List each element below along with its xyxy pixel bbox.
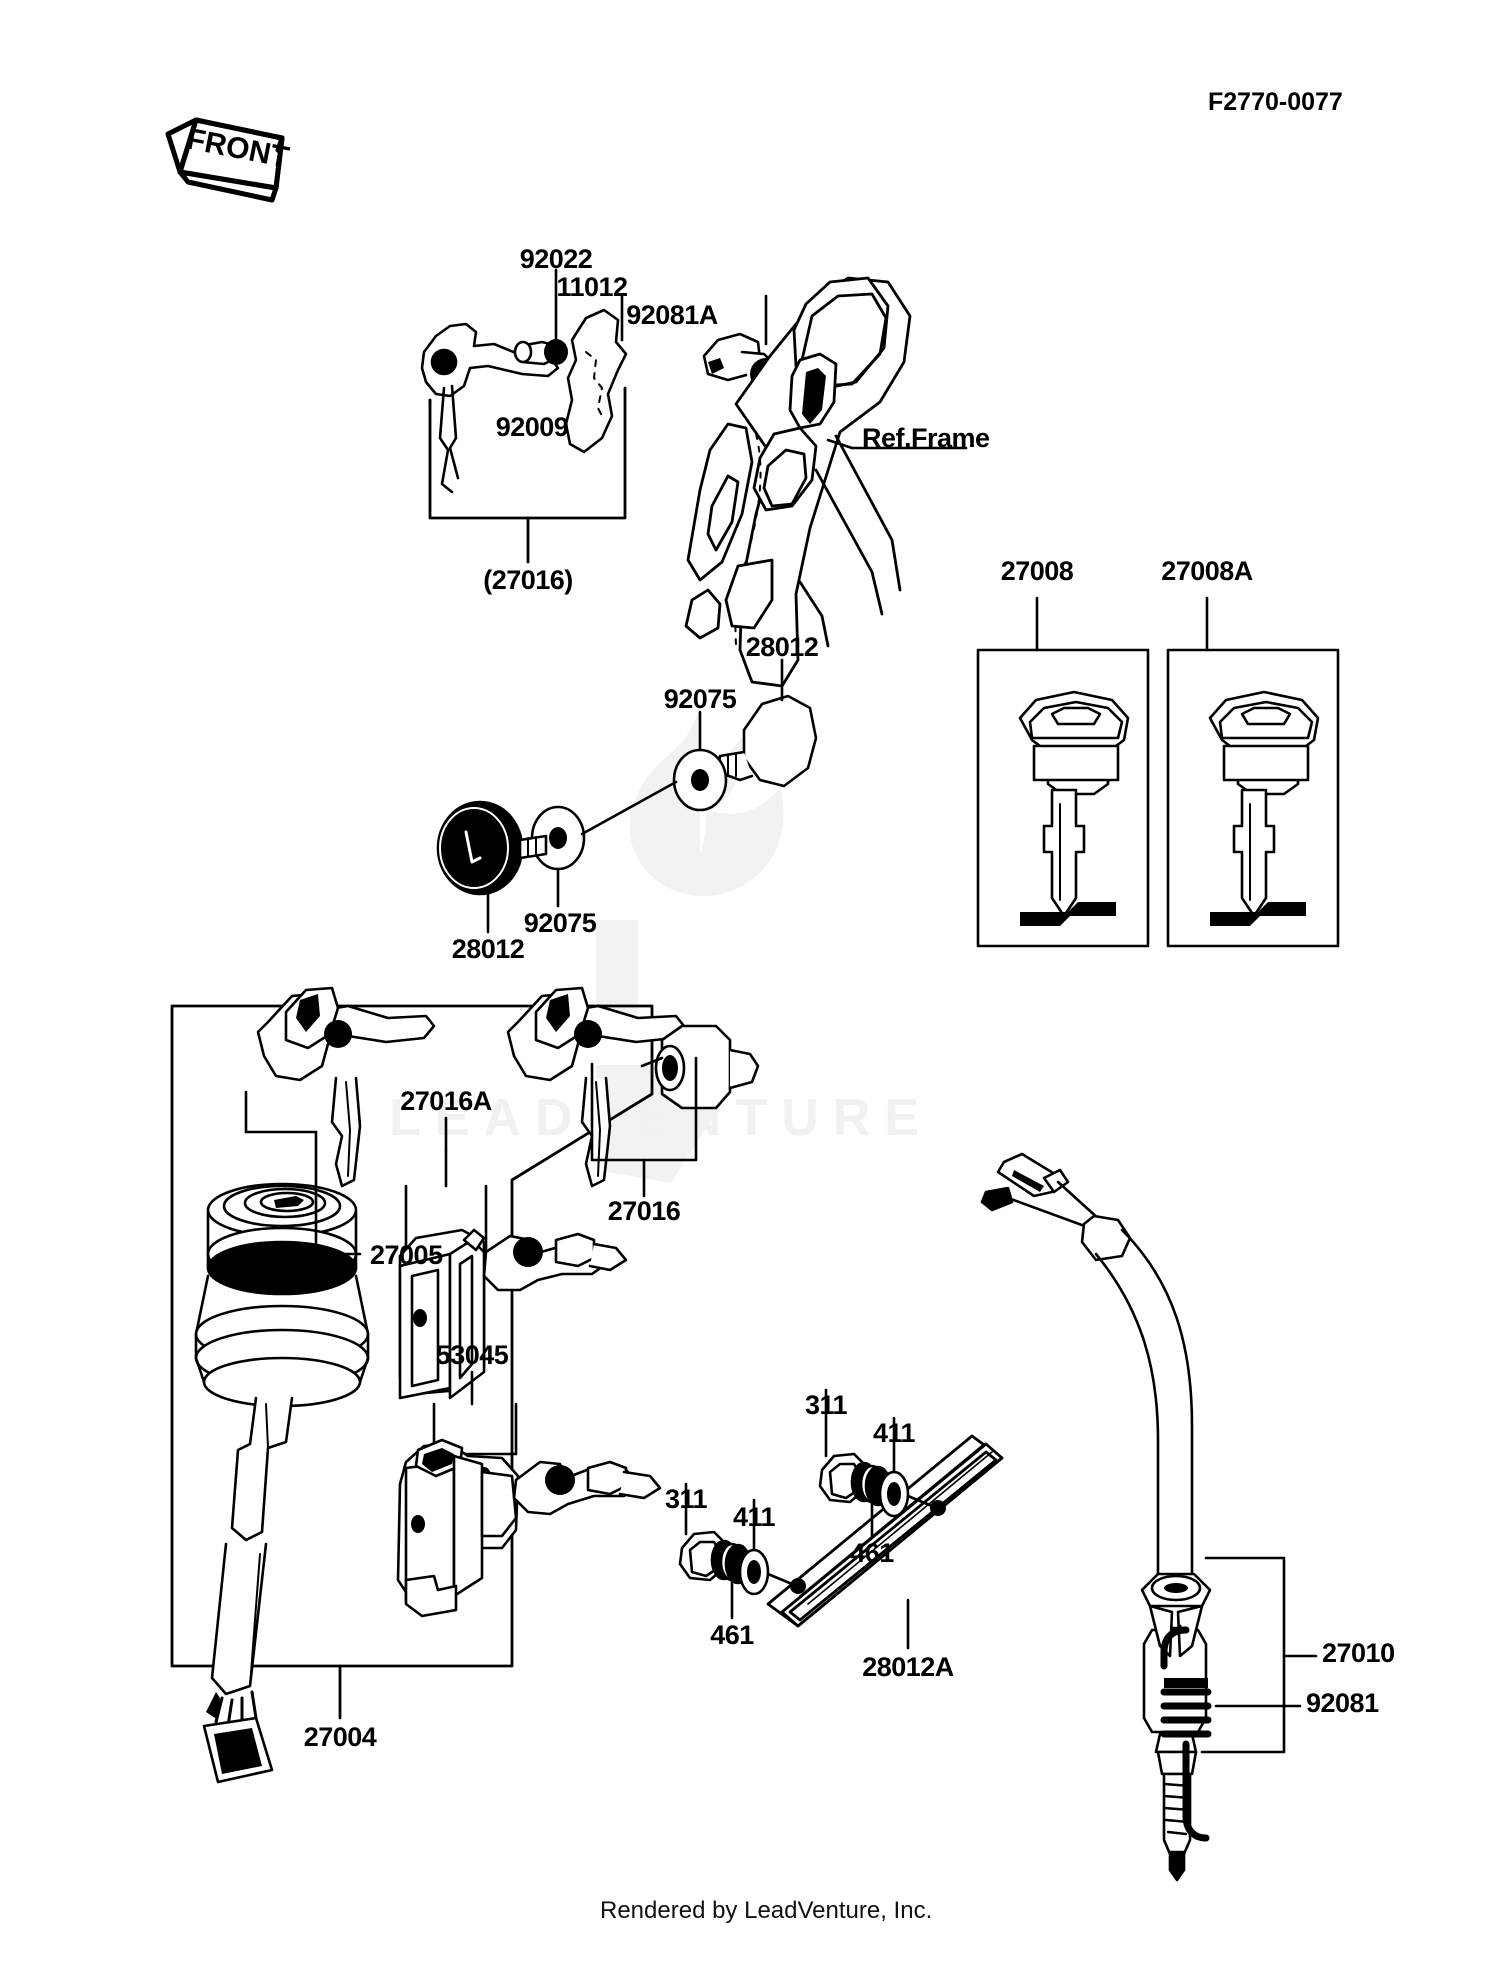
label-28012-bottom: 28012 [451, 934, 525, 964]
part-92022-11012-art [513, 308, 628, 454]
grommet-27010-art [1140, 1572, 1212, 1658]
spring-92081-art [1160, 1624, 1212, 1842]
label-411-right: 411 [872, 1418, 916, 1448]
bracket-27016-paren [428, 386, 627, 564]
key-27005-art [256, 986, 436, 1188]
label-411-left: 411 [732, 1502, 776, 1532]
label-461-right: 461 [850, 1538, 894, 1568]
key-card-27008A-art [1166, 648, 1340, 948]
label-28012-top: 28012 [745, 632, 819, 662]
label-27005: 27005 [370, 1240, 443, 1270]
reflector-28012A-art [766, 1434, 1004, 1628]
label-27008: 27008 [1000, 556, 1074, 586]
label-27016: 27016 [607, 1196, 681, 1226]
switch-27010-art [980, 1152, 1208, 1882]
label-28012A: 28012A [862, 1652, 954, 1682]
label-311-left: 311 [664, 1484, 708, 1514]
label-27016A: 27016A [400, 1086, 492, 1116]
damper-92075-top-art [672, 748, 728, 812]
watermark-leadventure: LEADVENTURE [389, 1089, 934, 1147]
footer-credit: Rendered by LeadVenture, Inc. [600, 1897, 933, 1924]
key-27016A-art [482, 1232, 628, 1292]
bracket-27010 [1200, 1556, 1318, 1754]
label-311-right: 311 [804, 1390, 848, 1420]
label-ref-frame: Ref.Frame [862, 423, 990, 453]
key-92009-art [420, 322, 560, 494]
reflector-texture [799, 1443, 997, 1613]
reflector-28012-top-art [716, 694, 818, 788]
key-27016-art [506, 986, 686, 1188]
seat-lock-53045-art [396, 1438, 520, 1618]
sheet-code: F2770-0077 [1208, 88, 1343, 116]
ref-frame-leader [826, 438, 854, 450]
key-card-27008-art [976, 648, 1150, 948]
reflector-28012-bottom-art [436, 800, 548, 896]
label-92075-top: 92075 [663, 684, 737, 714]
ignition-switch-27005-art [194, 1182, 370, 1784]
label-92022: 92022 [519, 244, 593, 274]
frame-head-tube-art [684, 276, 912, 688]
front-arrow-icon [165, 117, 285, 203]
lock-27016A-art [398, 1148, 488, 1400]
group-box-27004 [170, 1004, 654, 1720]
label-27008A: 27008A [1161, 556, 1253, 586]
label-92009: 92009 [495, 412, 569, 442]
label-27010: 27010 [1322, 1638, 1395, 1668]
label-92081: 92081 [1306, 1688, 1379, 1718]
hardware-set-left [678, 1530, 806, 1596]
label-27016-paren: (27016) [483, 565, 573, 595]
assembly-line-reflectors [580, 780, 678, 836]
bracket-53045 [432, 1370, 518, 1456]
hardware-set-right [818, 1452, 946, 1518]
label-53045: 53045 [435, 1340, 509, 1370]
label-27004: 27004 [303, 1722, 377, 1752]
bracket-27016 [590, 1056, 698, 1198]
label-461-left: 461 [710, 1620, 754, 1650]
label-92081A: 92081A [626, 300, 718, 330]
key-53045-art [512, 1460, 662, 1516]
bracket-27005 [244, 1130, 362, 1256]
label-11012: 11012 [556, 272, 628, 302]
label-92075-bottom: 92075 [523, 908, 597, 938]
